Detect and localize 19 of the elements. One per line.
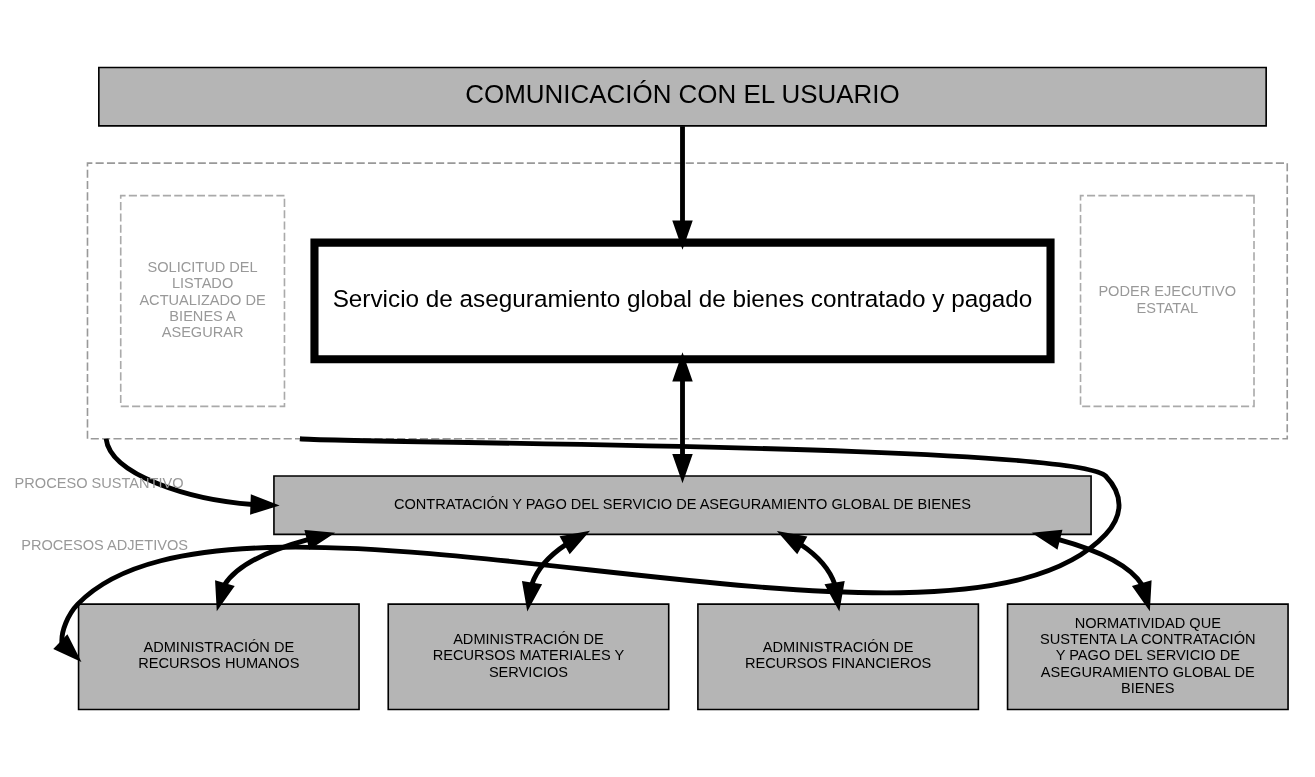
arrow (1031, 529, 1152, 612)
node-box: SOLICITUD DEL LISTADO ACTUALIZADO DE BIENES A ASEGURAR (119, 194, 286, 408)
node-box: PODER EJECUTIVO ESTATAL (1079, 194, 1255, 408)
arrow (521, 530, 591, 612)
node-box: ADMINISTRACIÓN DE RECURSOS HUMANOS (77, 603, 360, 711)
arrow (776, 530, 845, 612)
arrow (672, 352, 693, 484)
arrow (672, 126, 693, 250)
node-box: NORMATIVIDAD QUE SUSTENTA LA CONTRATACIÓN Y PAGO DEL SERVICIO DE ASEGURAMIENTO GLOBAL DE BIENES (1006, 603, 1289, 711)
edge-label: PROCESOS ADJETIVOS (21, 537, 189, 554)
node-box: ADMINISTRACIÓN DE RECURSOS MATERIALES Y SERVICIOS (387, 603, 670, 711)
arrow (215, 529, 336, 612)
node-box: ADMINISTRACIÓN DE RECURSOS FINANCIEROS (697, 603, 980, 711)
node-box: Servicio de aseguramiento global de bienes contratado y pagado (310, 238, 1055, 364)
node-box: COMUNICACIÓN CON EL USUARIO (98, 66, 1267, 127)
cluster (86, 162, 1289, 440)
node-box: CONTRATACIÓN Y PAGO DEL SERVICIO DE ASEGURAMIENTO GLOBAL DE BIENES (273, 475, 1092, 536)
arrow (103, 438, 280, 515)
arrow (53, 436, 1120, 662)
